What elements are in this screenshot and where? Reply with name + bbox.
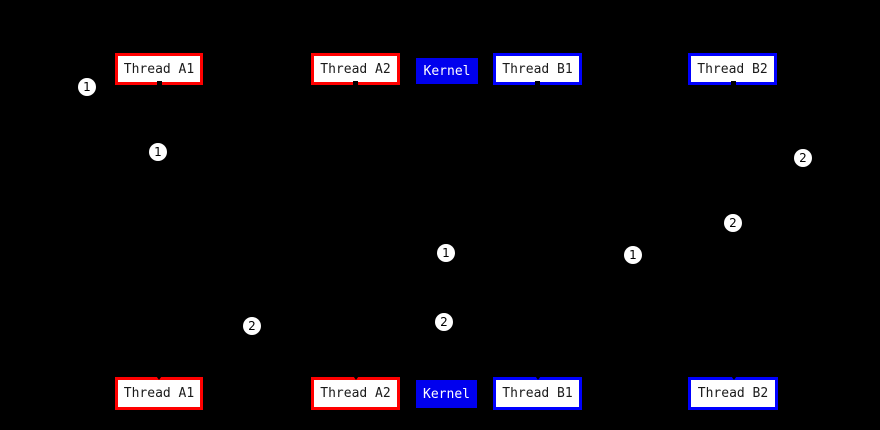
box-label: Thread A2 <box>320 386 391 401</box>
box-thread-a1-top: Thread A1 <box>115 53 203 85</box>
box-label: Kernel <box>423 63 471 79</box>
step-marker-8: 2 <box>243 317 261 335</box>
step-marker-label: 2 <box>799 151 807 165</box>
lifeline-arrow-notch <box>154 373 164 380</box>
lifeline-tick <box>157 81 162 88</box>
box-kernel-bottom: Kernel <box>416 380 477 408</box>
lifeline-arrow-notch <box>729 373 739 380</box>
step-marker-4: 2 <box>724 214 742 232</box>
step-marker-label: 1 <box>442 246 450 260</box>
lifeline-tick <box>353 81 358 88</box>
step-marker-label: 1 <box>154 145 162 159</box>
step-marker-label: 1 <box>83 80 91 94</box>
lifeline-arrow-notch <box>533 373 543 380</box>
step-marker-5: 1 <box>437 244 455 262</box>
box-thread-b1-top: Thread B1 <box>493 53 582 85</box>
step-marker-7: 2 <box>435 313 453 331</box>
step-marker-6: 1 <box>624 246 642 264</box>
box-label: Thread B1 <box>502 386 573 401</box>
lifeline-arrow-notch <box>351 373 361 380</box>
box-label: Thread B1 <box>502 61 573 77</box>
step-marker-3: 2 <box>794 149 812 167</box>
lifeline-tick <box>535 81 540 88</box>
step-marker-2: 1 <box>149 143 167 161</box>
box-label: Thread B2 <box>697 386 769 401</box>
box-thread-a2-bottom: Thread A2 <box>311 377 400 410</box>
box-thread-b2-bottom: Thread B2 <box>688 377 778 410</box>
step-marker-label: 2 <box>440 315 448 329</box>
box-kernel-top: Kernel <box>416 58 478 84</box>
step-marker-label: 2 <box>729 216 737 230</box>
step-marker-label: 2 <box>248 319 256 333</box>
box-label: Thread B2 <box>697 61 768 77</box>
box-label: Thread A1 <box>123 386 195 401</box>
lifeline-tick <box>731 81 736 88</box>
box-thread-b1-bottom: Thread B1 <box>493 377 582 410</box>
step-marker-1: 1 <box>78 78 96 96</box>
box-label: Thread A2 <box>320 61 391 77</box>
step-marker-label: 1 <box>629 248 637 262</box>
box-thread-a1-bottom: Thread A1 <box>115 377 203 410</box>
box-label: Kernel <box>423 386 470 402</box>
box-label: Thread A1 <box>123 61 195 77</box>
